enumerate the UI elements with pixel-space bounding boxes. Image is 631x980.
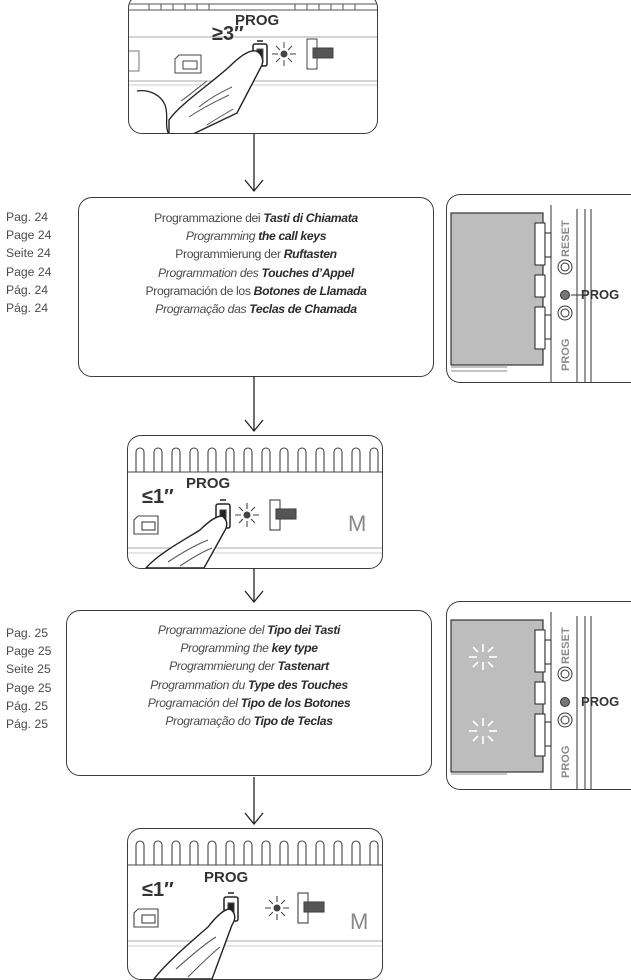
duration-label: ≥3″ <box>212 23 244 46</box>
step-description-box: Programmazione del Tipo dei Tasti Progra… <box>66 610 432 776</box>
page-ref: Pág. 24 <box>6 301 49 316</box>
page-ref: Seite 24 <box>6 246 51 261</box>
desc-line: Programación de los Botones de Llamada <box>145 283 367 298</box>
panel-drawing <box>129 3 377 133</box>
duration-prefix: ≤ <box>142 879 153 901</box>
page-reference-list: Pag. 25 Page 25 Seite 25 Page 25 Pág. 25… <box>6 624 51 733</box>
illustration-panel-press-1s: M PROG ≤1″ <box>127 435 383 569</box>
partial-letter: M <box>350 909 368 934</box>
prog-label: PROG <box>581 694 620 709</box>
module-drawing: RESET PROG <box>450 612 592 789</box>
led-icon <box>235 503 259 527</box>
page-ref: Page 25 <box>6 644 52 659</box>
down-arrow-icon <box>244 777 264 826</box>
page-ref: Pag. 24 <box>6 210 49 224</box>
prog-label: PROG <box>235 12 280 29</box>
prog-label-vertical: PROG <box>560 339 572 371</box>
panel-drawing: M <box>128 840 382 979</box>
illustration-panel-hold-3s: PROG ≥3″ <box>128 0 378 134</box>
reset-label-vertical: RESET <box>560 220 572 257</box>
partial-letter: M <box>348 511 366 536</box>
down-arrow-icon <box>244 568 264 604</box>
step-description-lines: Programmazione dei Tasti di Chiamata Pro… <box>79 209 433 318</box>
illustration-panel-press-1s: M PROG ≤1″ <box>127 828 383 980</box>
prog-label: PROG <box>581 287 620 302</box>
module-side-view: RESET PROG PROG <box>446 194 631 383</box>
duration-value: 1″ <box>152 486 174 508</box>
panel-drawing: M <box>128 447 382 568</box>
step-description-lines: Programmazione del Tipo dei Tasti Progra… <box>67 621 431 730</box>
desc-line: Programación del Tipo de los Botones <box>147 695 351 710</box>
desc-line: Programmazione dei Tasti di Chiamata <box>154 211 358 225</box>
duration-label: ≤1″ <box>142 486 174 509</box>
led-icon <box>272 42 296 66</box>
duration-label: ≤1″ <box>142 879 174 902</box>
duration-value: 1″ <box>152 879 174 901</box>
duration-prefix: ≥ <box>212 23 223 45</box>
page-ref: Pag. 25 <box>6 626 49 640</box>
page-ref: Page 24 <box>6 228 52 243</box>
desc-line: Programmierung der Ruftasten <box>175 247 337 262</box>
module-side-view: RESET PROG PROG <box>446 601 631 790</box>
blink-icon <box>469 718 497 744</box>
blink-icon <box>469 644 497 670</box>
desc-line: Programmation des Touches d’Appel <box>158 265 354 280</box>
step-description-box: Programmazione dei Tasti di Chiamata Pro… <box>78 197 434 377</box>
desc-line: Programmazione del Tipo dei Tasti <box>157 623 341 637</box>
duration-prefix: ≤ <box>142 486 153 508</box>
page-reference-list: Pag. 24 Page 24 Seite 24 Page 24 Pág. 24… <box>6 208 51 317</box>
page-ref: Pág. 25 <box>6 698 49 713</box>
module-drawing: RESET PROG <box>450 205 592 382</box>
down-arrow-icon <box>244 134 264 193</box>
page-ref: Pág. 25 <box>6 717 49 732</box>
page-ref: Seite 25 <box>6 662 51 677</box>
desc-line: Programação das Teclas de Chamada <box>155 302 357 317</box>
page-ref: Pág. 24 <box>6 282 49 297</box>
prog-label: PROG <box>204 869 249 886</box>
prog-label: PROG <box>186 475 231 492</box>
page-ref: Page 24 <box>6 264 52 279</box>
page-ref: Page 25 <box>6 680 52 695</box>
desc-line: Programming the key type <box>180 641 318 656</box>
led-icon <box>265 896 289 920</box>
desc-line: Programmierung der Tastenart <box>169 659 329 674</box>
duration-value: 3″ <box>222 23 244 45</box>
down-arrow-icon <box>244 376 264 433</box>
reset-label-vertical: RESET <box>560 627 572 664</box>
desc-line: Programação do Tipo de Teclas <box>165 714 333 729</box>
prog-label-vertical: PROG <box>560 746 572 778</box>
desc-line: Programmation du Type des Touches <box>150 677 348 692</box>
desc-line: Programming the call keys <box>185 229 327 244</box>
